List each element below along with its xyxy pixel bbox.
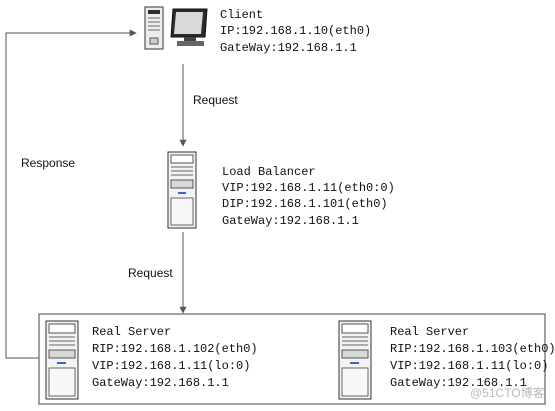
real-server-1-icon — [45, 320, 79, 400]
real-server-2-vip: VIP:192.168.1.11(lo:0) — [390, 359, 548, 373]
real-server-2-icon — [338, 320, 372, 400]
real-server-2-title: Real Server — [390, 325, 469, 339]
load-balancer-dip: DIP:192.168.1.101(eth0) — [222, 197, 388, 211]
client-title: Client — [220, 8, 263, 22]
client-computer-icon — [144, 6, 208, 50]
real-server-1-title: Real Server — [92, 325, 171, 339]
response-arrow — [5, 29, 137, 359]
real-server-1-rip: RIP:192.168.1.102(eth0) — [92, 342, 258, 356]
watermark: @51CTO博客 — [470, 385, 545, 400]
load-balancer-server-icon — [167, 151, 197, 229]
request-label-1: Request — [193, 93, 238, 107]
request-label-2: Request — [128, 266, 173, 280]
response-label: Response — [21, 156, 75, 170]
client-gateway: GateWay:192.168.1.1 — [220, 41, 357, 55]
real-server-2-gateway: GateWay:192.168.1.1 — [390, 376, 527, 390]
client-ip: IP:192.168.1.10(eth0) — [220, 24, 371, 38]
real-server-group-box — [38, 313, 546, 405]
load-balancer-title: Load Balancer — [222, 165, 316, 179]
real-server-2-rip: RIP:192.168.1.103(eth0) — [390, 342, 555, 356]
real-server-1-vip: VIP:192.168.1.11(lo:0) — [92, 359, 250, 373]
load-balancer-gateway: GateWay:192.168.1.1 — [222, 214, 359, 228]
load-balancer-vip: VIP:192.168.1.11(eth0:0) — [222, 181, 395, 195]
real-server-1-gateway: GateWay:192.168.1.1 — [92, 376, 229, 390]
